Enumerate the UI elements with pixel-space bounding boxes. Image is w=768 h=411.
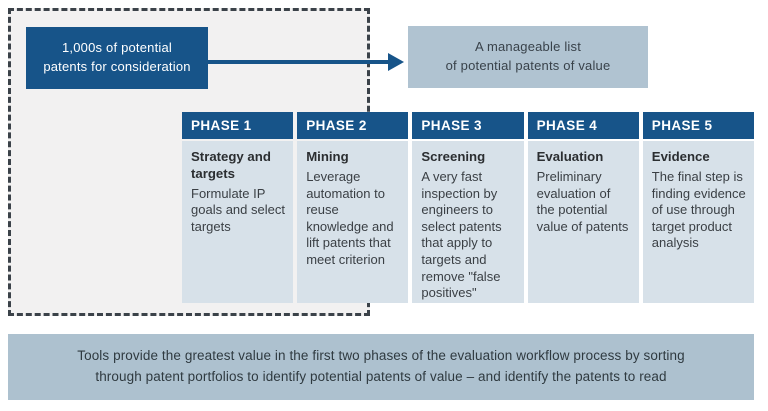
output-list-line2: of potential patents of value — [445, 58, 611, 73]
phase-5-header: PHASE 5 — [642, 112, 754, 139]
phase-column-1: PHASE 1 Strategy and targets Formulate I… — [182, 112, 294, 303]
phase-1-title: Strategy and targets — [191, 149, 271, 181]
phase-5-body: Evidence The final step is finding evide… — [642, 141, 754, 303]
phase-columns: PHASE 1 Strategy and targets Formulate I… — [182, 112, 754, 303]
phase-3-description: A very fast inspection by engineers to s… — [421, 168, 502, 301]
phase-2-description: Leverage automation to reuse knowledge a… — [306, 168, 394, 268]
phase-2-title: Mining — [306, 149, 349, 164]
output-list-line1: A manageable list — [474, 39, 582, 55]
footer-text-line1: Tools provide the greatest value in the … — [77, 348, 685, 364]
input-patents-line2: patents for consideration — [43, 59, 191, 74]
output-list-box: A manageable list of potential patents o… — [408, 26, 648, 88]
phase-1-body: Strategy and targets Formulate IP goals … — [182, 141, 294, 303]
phase-4-description: Preliminary evaluation of the potential … — [536, 168, 629, 234]
flow-arrow-line — [208, 60, 390, 64]
input-patents-box: 1,000s of potential patents for consider… — [26, 27, 208, 89]
phase-column-2: PHASE 2 Mining Leverage automation to re… — [297, 112, 409, 303]
phase-4-title: Evaluation — [536, 149, 604, 164]
phase-1-description: Formulate IP goals and select targets — [191, 185, 285, 235]
flow-arrow-head-icon — [388, 53, 404, 71]
phase-5-description: The final step is finding evidence of us… — [651, 168, 746, 251]
phase-5-title: Evidence — [651, 149, 710, 164]
footer-text-line2: through patent portfolios to identify po… — [95, 369, 667, 384]
phase-2-body: Mining Leverage automation to reuse know… — [297, 141, 409, 303]
phase-3-title: Screening — [421, 149, 486, 164]
phase-column-5: PHASE 5 Evidence The final step is findi… — [642, 112, 754, 303]
phase-1-header: PHASE 1 — [182, 112, 294, 139]
phase-column-4: PHASE 4 Evaluation Preliminary evaluatio… — [527, 112, 639, 303]
phase-4-body: Evaluation Preliminary evaluation of the… — [527, 141, 639, 303]
phase-4-header: PHASE 4 — [527, 112, 639, 139]
input-patents-line1: 1,000s of potential — [61, 40, 173, 56]
phase-3-header: PHASE 3 — [412, 112, 524, 139]
footer-banner: Tools provide the greatest value in the … — [8, 334, 754, 400]
phase-column-3: PHASE 3 Screening A very fast inspection… — [412, 112, 524, 303]
phase-2-header: PHASE 2 — [297, 112, 409, 139]
phase-3-body: Screening A very fast inspection by engi… — [412, 141, 524, 303]
